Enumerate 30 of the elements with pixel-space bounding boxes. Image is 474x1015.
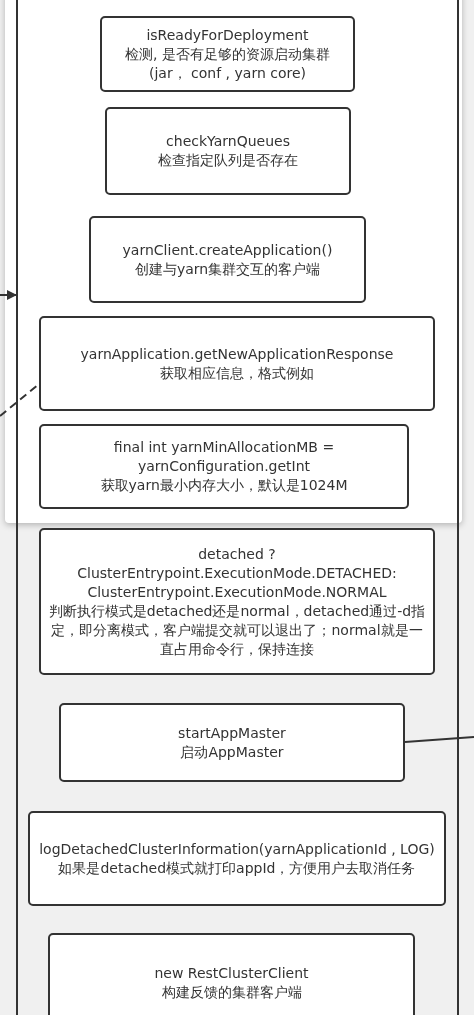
- process-box: [28, 811, 446, 906]
- process-box: [39, 316, 435, 411]
- description-text: 构建反馈的集群客户端: [161, 983, 302, 1002]
- description-text: 获取相应信息，格式例如: [160, 363, 314, 383]
- code-text: yarnClient.createApplication(): [122, 240, 333, 260]
- connector-line: [0, 383, 40, 417]
- process-box: [48, 933, 415, 1015]
- process-box: [100, 16, 355, 92]
- description-text: 启动AppMaster: [180, 742, 284, 762]
- code-text: startAppMaster: [178, 723, 286, 743]
- code-text: logDetachedClusterInformation(yarnApplicationId , LOG): [39, 839, 435, 859]
- process-box: [39, 528, 435, 675]
- process-box: [105, 107, 351, 195]
- code-text: isReadyForDeployment: [146, 25, 309, 45]
- description-text: 检查指定队列是否存在: [158, 151, 298, 170]
- connector-line: [0, 290, 17, 300]
- code-text: new RestClusterClient: [154, 964, 309, 983]
- description-text: 检测, 是否有足够的资源启动集群 (jar， conf , yarn core): [124, 44, 331, 83]
- description-text: 如果是detached模式就打印appId，方便用户去取消任务: [58, 858, 416, 878]
- code-text: yarnApplication.getNewApplicationResponse: [80, 344, 394, 364]
- process-box: [39, 424, 409, 509]
- process-box: [59, 703, 405, 782]
- description-text: 获取yarn最小内存大小，默认是1024M: [100, 476, 348, 495]
- process-box: [89, 216, 366, 303]
- code-text: final int yarnMinAllocationMB = yarnConfiguration.getInt: [112, 438, 336, 476]
- description-text: 判断执行模式是detached还是normal，detached通过-d指定，即分离模式，客户端提交就可以退出了；normal就是一直占用命令行，保持连接: [47, 601, 427, 659]
- code-text: checkYarnQueues: [166, 132, 290, 151]
- description-text: 创建与yarn集群交互的客户端: [134, 259, 321, 279]
- code-text: detached ? ClusterEntrypoint.ExecutionMode.DETACHED: ClusterEntrypoint.ExecutionMode.NORMAL: [76, 544, 398, 602]
- connector-line: [404, 736, 474, 743]
